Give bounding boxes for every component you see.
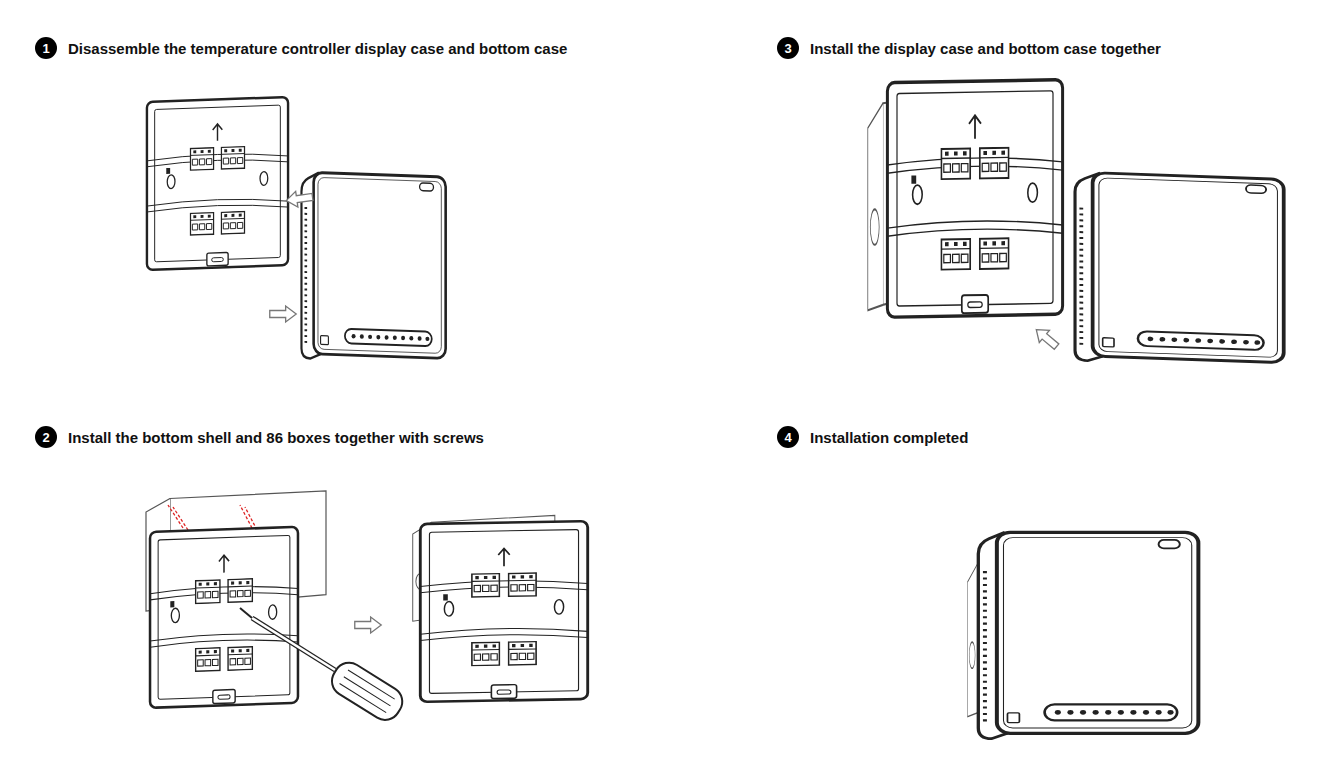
step-title: Disassemble the temperature controller d… (68, 40, 567, 57)
display-case (301, 172, 445, 363)
step-title: Install the bottom shell and 86 boxes to… (68, 429, 484, 446)
display-case (1075, 172, 1284, 367)
step-heading: 1 Disassemble the temperature controller … (35, 37, 567, 59)
hollow-arrow (270, 306, 296, 322)
screwdriver (240, 608, 408, 726)
step-heading: 4 Installation completed (777, 426, 968, 448)
screw-guide (245, 507, 257, 530)
bottom-shell-mounted (420, 521, 587, 702)
hollow-arrow (285, 189, 313, 208)
hollow-arrow (355, 617, 381, 633)
bottom-shell (150, 527, 298, 708)
panel-one-art (147, 97, 446, 363)
step-number: 3 (777, 37, 799, 59)
assembled-thermostat (978, 532, 1198, 738)
panel-two-art (146, 491, 588, 726)
panel-four-art (968, 532, 1199, 738)
bottom-case (147, 97, 288, 270)
screw-guide (168, 505, 183, 528)
panel-three-art (868, 80, 1284, 368)
step-heading: 3 Install the display case and bottom cas… (777, 37, 1161, 59)
step-title: Install the display case and bottom case… (810, 40, 1161, 57)
hollow-arrow (1031, 323, 1061, 352)
screw-guide (173, 507, 188, 530)
bottom-case-mounted (887, 80, 1062, 318)
step-heading: 2 Install the bottom shell and 86 boxes t… (35, 426, 484, 448)
step-number: 2 (35, 426, 57, 448)
step-number: 1 (35, 37, 57, 59)
step-title: Installation completed (810, 429, 968, 446)
step-number: 4 (777, 426, 799, 448)
